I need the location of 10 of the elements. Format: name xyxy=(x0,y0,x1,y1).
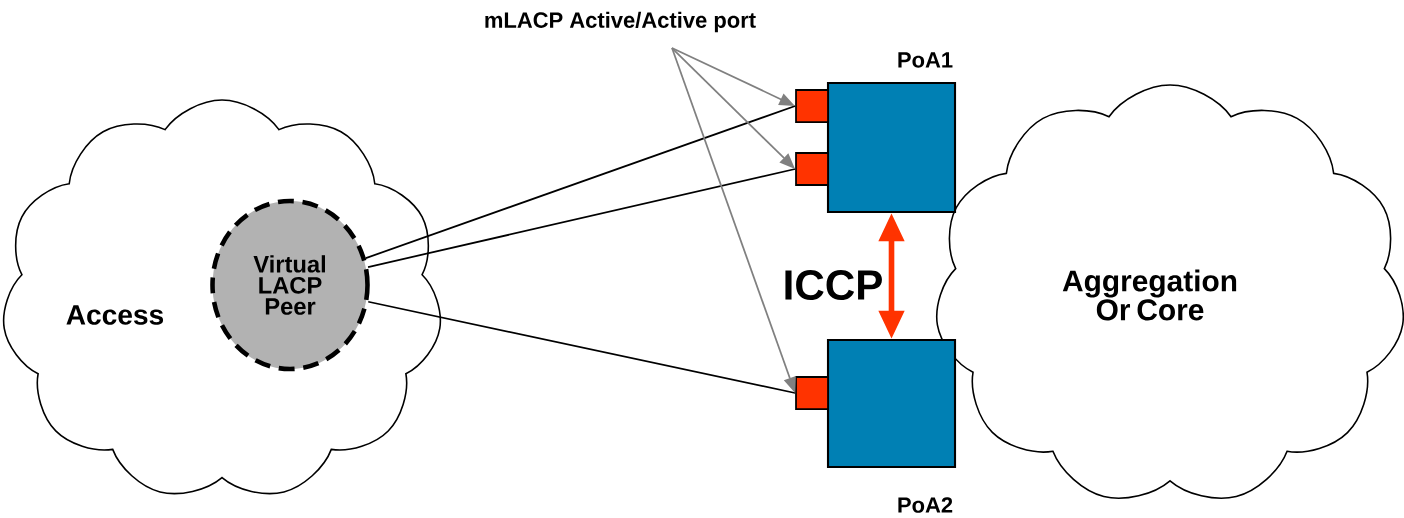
callout-text: mLACP Active/Active port xyxy=(485,11,756,33)
connector-line xyxy=(367,300,796,394)
node-label: PoA1 xyxy=(898,52,953,68)
node-label: PoA2 xyxy=(898,497,953,513)
connector-line xyxy=(367,168,796,268)
port-square xyxy=(795,376,829,410)
port-square xyxy=(795,152,829,186)
edge-label: ICCP xyxy=(785,270,882,300)
connector-line xyxy=(364,105,796,259)
port-square xyxy=(795,89,829,123)
